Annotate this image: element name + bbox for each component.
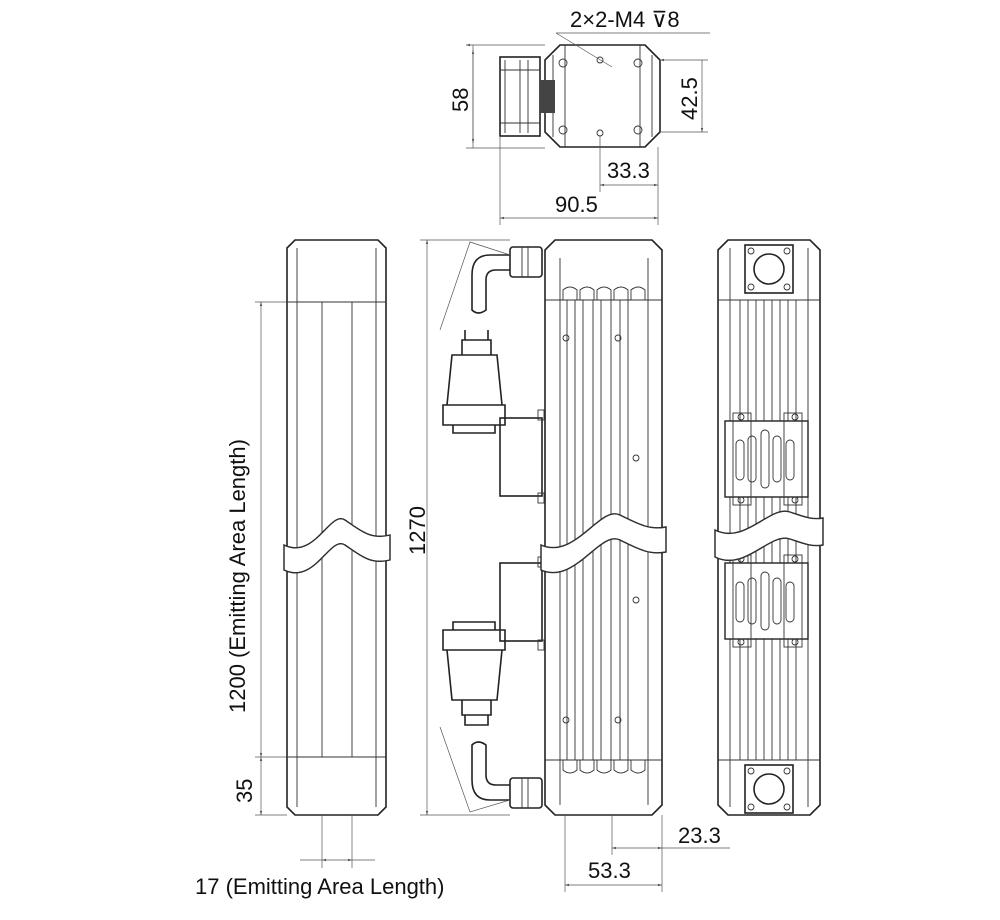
emitting-width-dim: 17 (Emitting Area Length): [195, 874, 444, 899]
width-dim-90-5: 90.5: [555, 192, 598, 217]
top-view: 2×2-M4 ⊽8 58 42.5 33.3 90.5: [448, 7, 710, 225]
thread-callout: 2×2-M4 ⊽8: [570, 7, 680, 32]
hole-pitch-dim: 42.5: [677, 77, 702, 120]
offset-dim-23-3: 23.3: [678, 823, 721, 848]
fan-icon: [724, 412, 809, 506]
mounting-hole-icons: [558, 56, 643, 137]
height-dim-58: 58: [448, 88, 473, 112]
cap-dim-35: 35: [232, 779, 257, 803]
width-dim-53-3: 53.3: [588, 858, 631, 883]
rear-view-fans: [714, 239, 824, 816]
total-length-dim: 1270: [405, 506, 430, 555]
side-view-connectors: 1270 23.3 53.3: [405, 239, 730, 892]
hole-offset-dim: 33.3: [607, 158, 650, 183]
emitting-length-dim: 1200 (Emitting Area Length): [225, 439, 250, 713]
fan-icon: [724, 554, 809, 648]
front-view-emitting: 1200 (Emitting Area Length) 35 17 (Emitt…: [195, 239, 444, 899]
